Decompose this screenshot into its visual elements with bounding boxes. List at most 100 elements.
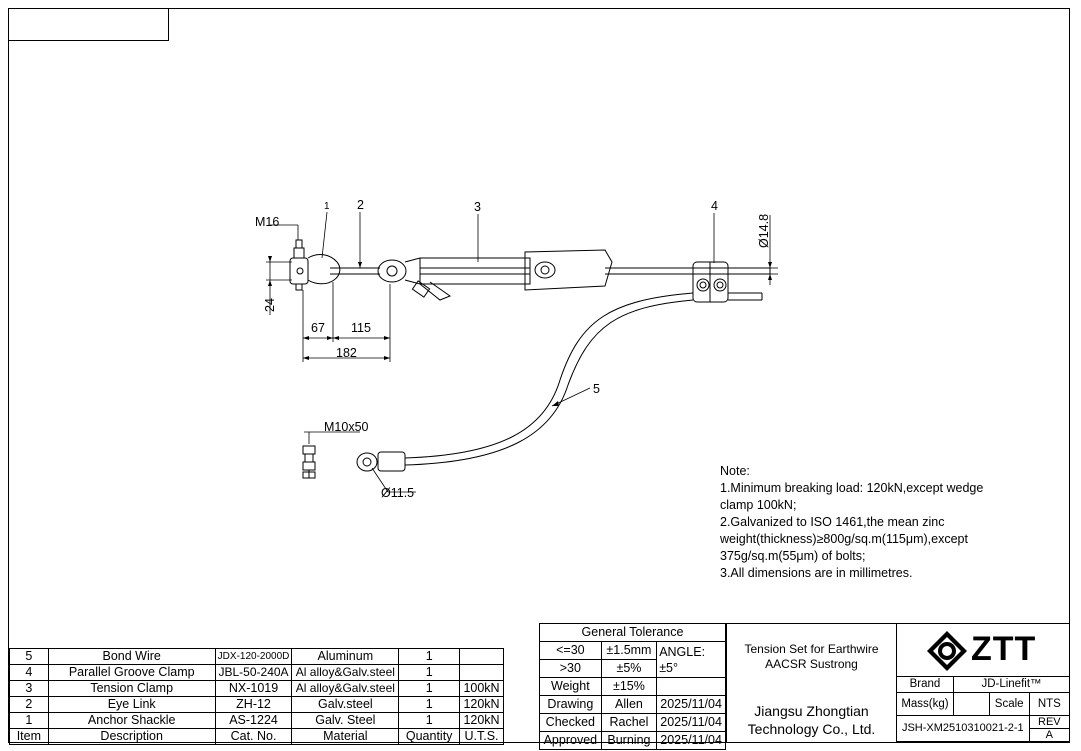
arrowheads bbox=[268, 256, 772, 406]
company-line-2: Technology Co., Ltd. bbox=[747, 721, 876, 737]
bom-cell: 120kN bbox=[459, 712, 504, 729]
corner-box bbox=[8, 8, 169, 41]
title-line-1: Tension Set for Earthwire bbox=[744, 642, 879, 656]
bom-cell: 100kN bbox=[459, 680, 504, 697]
bom-cell: 2 bbox=[9, 696, 49, 713]
tol-cell: ±5% bbox=[600, 659, 658, 678]
brand-table: Brand JD-Linefit™ Mass(kg) Scale NTS JSH… bbox=[896, 676, 1071, 742]
brand-label: Brand bbox=[896, 676, 954, 693]
brand-box: ZTT Brand JD-Linefit™ Mass(kg) Scale NTS… bbox=[896, 623, 1071, 743]
title-line-2: AACSR Sustrong bbox=[765, 657, 858, 671]
table-row: 2 Eye Link ZH-12 Galv.steel 1 120kN bbox=[9, 696, 504, 713]
bom-header: Item bbox=[9, 728, 49, 745]
tol-cell: >30 bbox=[539, 659, 602, 678]
bom-header: Material bbox=[291, 728, 400, 745]
tol-cell: 2025/11/04 bbox=[656, 713, 726, 732]
dim-24: 24 bbox=[263, 298, 277, 312]
mass-label: Mass(kg) bbox=[896, 692, 954, 716]
bom-cell: 1 bbox=[398, 648, 461, 665]
bom-cell: AS-1224 bbox=[214, 712, 293, 729]
tol-cell: Rachel bbox=[600, 713, 658, 732]
table-header-row: Item Description Cat. No. Material Quant… bbox=[9, 728, 504, 745]
note-line: 375g/sq.m(55μm) of bolts; bbox=[720, 549, 866, 563]
angle-value: ±5° bbox=[659, 660, 678, 675]
tol-cell: 2025/11/04 bbox=[656, 731, 726, 750]
note-line: 2.Galvanized to ISO 1461,the mean zinc bbox=[720, 515, 945, 529]
general-tolerance-table: General Tolerance <=30 ±1.5mm ANGLE: ±5°… bbox=[539, 623, 726, 750]
dim-dia-14-8: Ø14.8 bbox=[757, 214, 771, 248]
angle-label: ANGLE: bbox=[659, 644, 706, 659]
brand-value: JD-Linefit™ bbox=[952, 676, 1071, 693]
bom-cell: Galv.steel bbox=[291, 696, 400, 713]
dimension-lines bbox=[266, 211, 778, 493]
dim-182: 182 bbox=[336, 346, 357, 360]
tol-cell bbox=[656, 677, 726, 696]
rev-label: REV bbox=[1028, 715, 1071, 729]
table-row: 5 Bond Wire JDX-120-2000D Aluminum 1 bbox=[9, 648, 504, 665]
bom-cell: Eye Link bbox=[47, 696, 216, 713]
bom-cell: 1 bbox=[398, 712, 461, 729]
bom-cell: 1 bbox=[9, 712, 49, 729]
anchor-shackle bbox=[289, 239, 341, 291]
bom-cell: 120kN bbox=[459, 696, 504, 713]
scale-value: NTS bbox=[1028, 692, 1071, 716]
dim-115: 115 bbox=[351, 321, 371, 335]
note-line: clamp 100kN; bbox=[720, 498, 797, 512]
tol-cell: <=30 bbox=[539, 641, 602, 660]
bom-cell: Galv. Steel bbox=[291, 712, 400, 729]
rev-value: A bbox=[1028, 728, 1071, 742]
tol-cell: Drawing bbox=[539, 695, 602, 714]
table-row: 4 Parallel Groove Clamp JBL-50-240A Al a… bbox=[9, 664, 504, 681]
table-row: 1 Anchor Shackle AS-1224 Galv. Steel 1 1… bbox=[9, 712, 504, 729]
note-title: Note: bbox=[720, 464, 750, 478]
tol-cell: Checked bbox=[539, 713, 602, 732]
callout-4: 4 bbox=[711, 199, 718, 213]
drawing-frame bbox=[8, 8, 1070, 743]
bom-cell: NX-1019 bbox=[214, 680, 293, 697]
bom-cell: 4 bbox=[9, 664, 49, 681]
title-box: Tension Set for Earthwire AACSR Sustrong… bbox=[726, 623, 897, 743]
bom-header: Cat. No. bbox=[214, 728, 293, 745]
drawing-number: JSH-XM2510310021-2-1 bbox=[896, 715, 1030, 742]
bill-of-materials: 5 Bond Wire JDX-120-2000D Aluminum 1 4 P… bbox=[9, 648, 504, 745]
table-row: 3 Tension Clamp NX-1019 Al alloy&Galv.st… bbox=[9, 680, 504, 697]
bom-cell: JBL-50-240A bbox=[214, 664, 293, 681]
bom-cell: Tension Clamp bbox=[47, 680, 216, 697]
tol-cell: Weight bbox=[539, 677, 602, 696]
bom-cell bbox=[459, 648, 504, 665]
tolerance-title: General Tolerance bbox=[539, 623, 726, 642]
parallel-groove-clamp bbox=[692, 261, 763, 303]
dim-67: 67 bbox=[311, 321, 325, 335]
dim-m16: M16 bbox=[255, 215, 279, 229]
dim-m10x50: M10x50 bbox=[324, 420, 369, 434]
bom-cell: 1 bbox=[398, 680, 461, 697]
callout-3: 3 bbox=[474, 200, 481, 214]
bom-cell: 5 bbox=[9, 648, 49, 665]
bom-cell: 1 bbox=[398, 696, 461, 713]
tol-cell: 2025/11/04 bbox=[656, 695, 726, 714]
bom-cell: Bond Wire bbox=[47, 648, 216, 665]
drawing-title: Tension Set for Earthwire AACSR Sustrong bbox=[727, 642, 896, 672]
eye-link bbox=[330, 259, 407, 283]
callout-1: 1 bbox=[324, 201, 330, 212]
bom-cell: ZH-12 bbox=[214, 696, 293, 713]
bond-wire bbox=[356, 292, 694, 472]
bom-cell: 1 bbox=[398, 664, 461, 681]
bom-cell: Aluminum bbox=[291, 648, 400, 665]
notes: Note: 1.Minimum breaking load: 120kN,exc… bbox=[720, 463, 983, 582]
scale-label: Scale bbox=[988, 692, 1030, 716]
logo-text: ZTT bbox=[971, 630, 1037, 668]
note-line: 1.Minimum breaking load: 120kN,except we… bbox=[720, 481, 984, 495]
tol-cell: Allen bbox=[600, 695, 658, 714]
tol-cell: ±15% bbox=[600, 677, 658, 696]
note-line: 3.All dimensions are in millimetres. bbox=[720, 566, 913, 580]
tol-cell: Approved bbox=[539, 731, 602, 750]
bom-cell: 3 bbox=[9, 680, 49, 697]
bom-header: Description bbox=[47, 728, 216, 745]
bom-cell bbox=[459, 664, 504, 681]
tol-angle: ANGLE: ±5° bbox=[656, 641, 726, 678]
tension-clamp bbox=[404, 249, 613, 301]
tol-cell: Burning bbox=[600, 731, 658, 750]
bolt-m10x50 bbox=[302, 445, 316, 479]
